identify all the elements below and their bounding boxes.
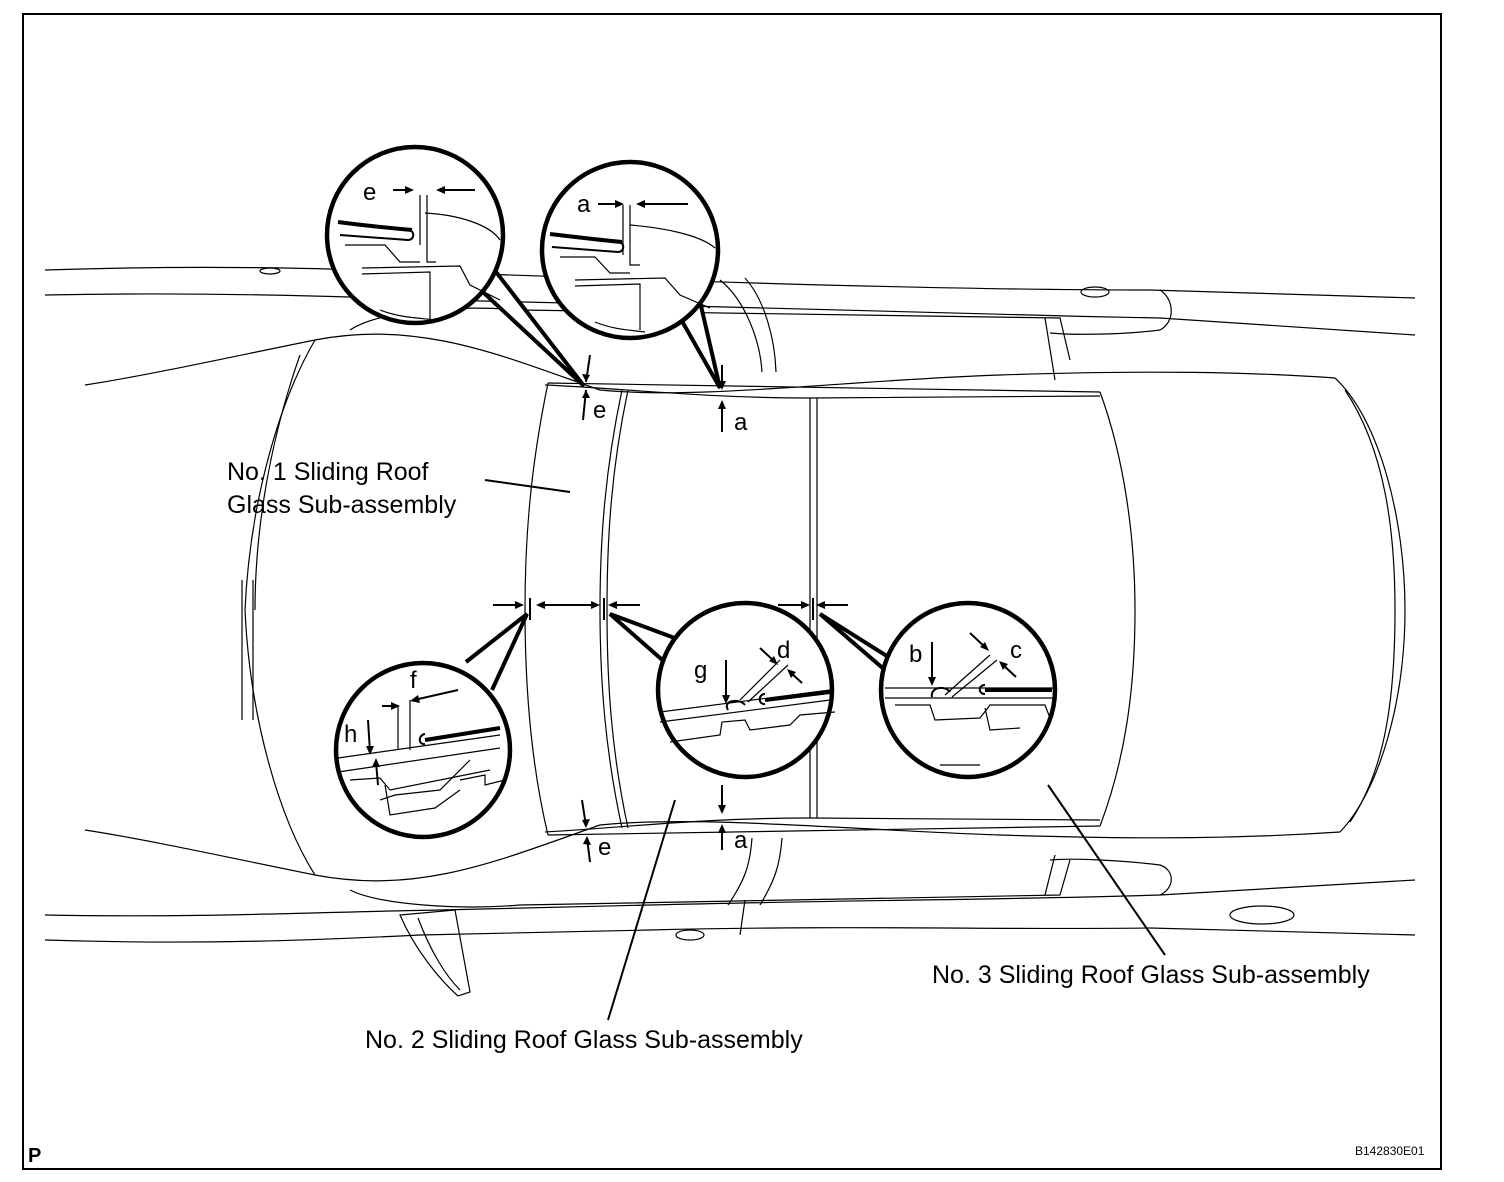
gap-e-top: e: [593, 397, 606, 424]
glass3-label: No. 3 Sliding Roof Glass Sub-assembly: [932, 961, 1370, 989]
gap-markers: [493, 354, 848, 863]
roof-glass-panels: [524, 382, 1136, 836]
gap-b-detail: b: [909, 641, 922, 668]
glass1-label-line1: No. 1 Sliding Roof: [227, 458, 429, 486]
figure-code: B142830E01: [1355, 1144, 1425, 1158]
detail-circle-fh: [333, 660, 513, 840]
gap-e-bottom: e: [598, 834, 611, 861]
glass2-label: No. 2 Sliding Roof Glass Sub-assembly: [365, 1026, 803, 1054]
detail-circle-bc: [878, 600, 1058, 780]
gap-h-detail: h: [344, 721, 357, 748]
car-body-outline: [44, 266, 1416, 997]
detail-circle-e: [324, 144, 506, 326]
gap-g-detail: g: [694, 657, 707, 684]
gap-a-detail: a: [577, 191, 591, 218]
gap-c-detail: c: [1010, 637, 1022, 664]
figure-frame: [22, 13, 1442, 1170]
gap-d-detail: d: [777, 637, 790, 664]
callout-pointers: [464, 266, 902, 691]
detail-circle-gd: [655, 600, 836, 780]
gap-f-detail: f: [410, 667, 417, 694]
detail-circle-a: [539, 159, 721, 341]
corner-mark: P: [28, 1145, 41, 1167]
gap-a-bottom: a: [734, 827, 748, 854]
gap-e-detail: e: [363, 179, 376, 206]
glass1-label-line2: Glass Sub-assembly: [227, 491, 457, 519]
gap-a-top: a: [734, 409, 748, 436]
leader-lines: [484, 479, 1166, 1021]
